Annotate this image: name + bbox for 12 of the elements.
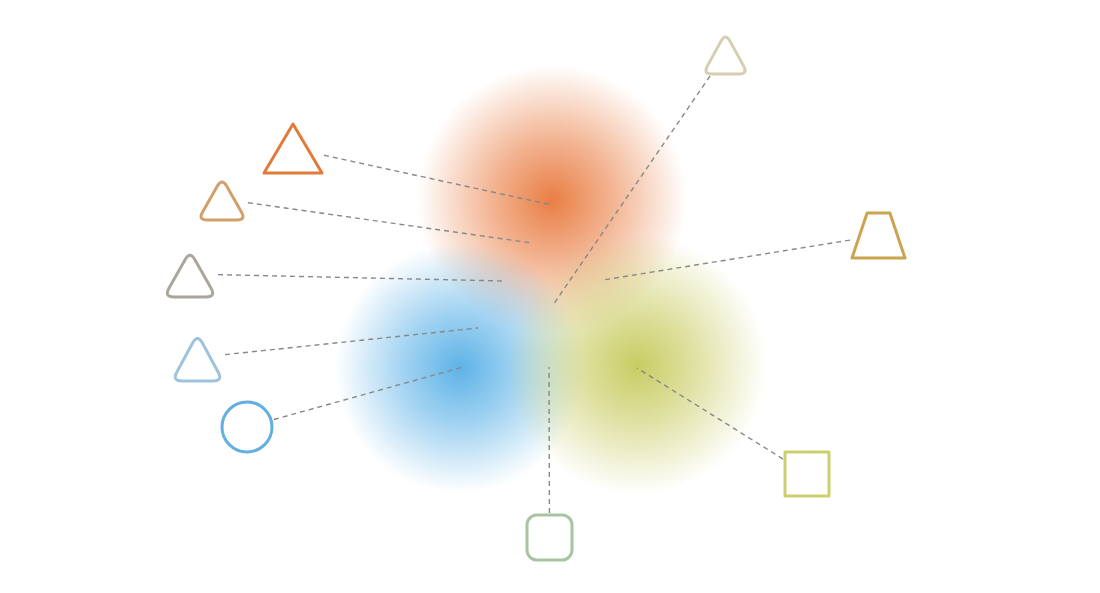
square-icon [783,450,831,498]
triangle-icon [262,122,324,175]
leader-line [224,327,479,356]
leader-line [602,239,851,281]
trapezoid-icon [850,211,907,260]
leader-line [552,75,711,306]
rounded-square-icon [525,513,574,562]
circle-icon [220,400,274,454]
leader-line [636,367,784,460]
leader-line [273,366,464,421]
leader-line [548,366,551,514]
leader-line [217,273,504,282]
